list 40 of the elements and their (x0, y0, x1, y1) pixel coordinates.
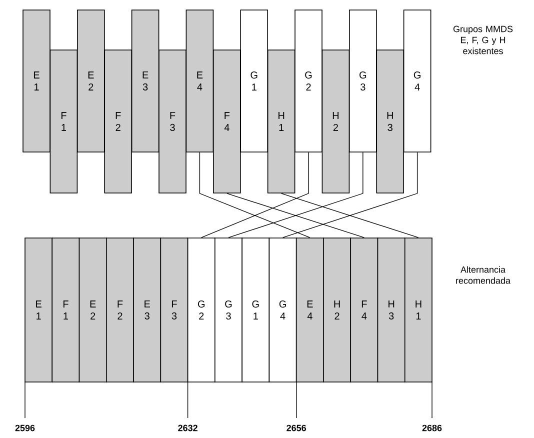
band-bar: G 3 (349, 10, 377, 152)
band-bar: E 4 (186, 10, 214, 152)
band-bar: F 3 (158, 50, 186, 194)
channel-cell: H 2 (323, 238, 351, 382)
channel-cell: F 1 (52, 238, 80, 382)
band-bar: E 3 (131, 10, 160, 152)
band-bar: H 1 (267, 50, 296, 194)
channel-cell: E 1 (24, 238, 53, 382)
channel-cell: G 3 (214, 238, 242, 382)
channel-cell: G 4 (268, 238, 297, 382)
channel-cell: E 2 (78, 238, 107, 382)
band-bar: E 2 (77, 10, 105, 152)
frequency-label: 2686 (422, 424, 442, 432)
band-bar: G 1 (240, 10, 268, 152)
channel-cell: H 3 (377, 238, 406, 382)
frequency-label: 2656 (286, 424, 306, 432)
crossing-line (226, 193, 365, 238)
band-bar: H 2 (322, 50, 350, 194)
channel-cell: F 4 (350, 238, 378, 382)
channel-cell: H 1 (404, 238, 432, 382)
band-bar: H 3 (376, 50, 404, 194)
channel-cell: F 3 (160, 238, 188, 382)
crossing-line (228, 152, 364, 238)
channel-cell: G 1 (242, 238, 270, 382)
channel-cell: G 2 (187, 238, 216, 382)
channel-cell: E 3 (133, 238, 162, 382)
channel-cell: E 4 (296, 238, 324, 382)
crossing-line (280, 193, 419, 238)
band-bar: F 4 (213, 50, 241, 194)
band-bar: G 2 (294, 10, 322, 152)
side-label: Grupos MMDS E, F, G y H existentes (453, 26, 513, 54)
frequency-label: 2596 (15, 424, 35, 432)
frequency-label: 2632 (178, 424, 198, 432)
channel-cell: F 2 (106, 238, 134, 382)
band-bar: F 2 (104, 50, 132, 194)
band-bar: F 1 (50, 50, 78, 194)
side-label: Alternancia recomendada (456, 266, 511, 284)
band-bar: G 4 (403, 10, 432, 152)
band-bar: E 1 (22, 10, 50, 152)
crossing-line (282, 152, 418, 238)
